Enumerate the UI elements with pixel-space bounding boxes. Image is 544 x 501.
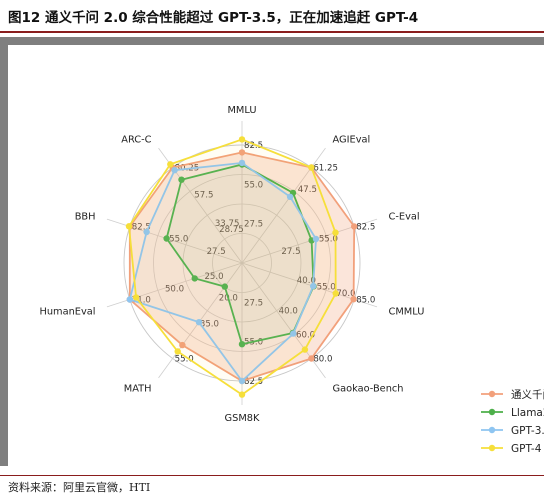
axis-tick-label: 55.0 [244, 338, 263, 348]
source-note: 资料来源：阿里云官微，HTI [8, 481, 151, 494]
series-point [238, 341, 246, 348]
series-point [308, 355, 315, 362]
series-point [238, 149, 246, 156]
axis-tick-label: 33.75 [215, 219, 240, 229]
series-point [238, 377, 246, 385]
legend-swatch-marker [488, 426, 496, 434]
axis-tick-label: 55.0 [244, 180, 263, 190]
series-point [290, 330, 297, 337]
axis-tick-label: 55.0 [169, 235, 188, 245]
bottom-divider [0, 475, 544, 476]
series-point [308, 164, 315, 171]
series-point [132, 294, 140, 301]
radar-chart: 27.555.082.547.561.2527.555.082.540.055.… [39, 105, 544, 455]
axis-tick-label: 28.75 [219, 225, 244, 235]
series-point [350, 296, 357, 303]
legend-swatch-marker [488, 444, 496, 452]
axis-tick-label: 82.5 [244, 377, 263, 387]
axis-tick-label: 71.0 [132, 295, 151, 305]
axis-label: C-Eval [389, 211, 420, 222]
axis-label: AGIEval [333, 134, 371, 145]
axis-tick-label: 80.0 [313, 354, 332, 364]
axis-tick-label: 27.5 [207, 247, 226, 257]
axis-tick-label: 57.5 [194, 191, 213, 201]
axis-label: MATH [124, 384, 152, 395]
axis-label: BBH [75, 211, 96, 222]
axis-tick-label: 25.0 [204, 272, 223, 282]
axis-tick-label: 82.5 [244, 141, 263, 151]
axis-tick-label: 27.5 [244, 220, 263, 230]
series-point [195, 319, 203, 326]
axis-tick-label: 82.5 [356, 223, 375, 233]
axis-label: ARC-C [121, 134, 151, 145]
series-point [191, 275, 198, 282]
legend-label: GPT-3.5 [511, 425, 544, 437]
series-point [286, 193, 294, 200]
axis-label: Gaokao-Bench [333, 384, 404, 395]
series-point [332, 290, 339, 297]
figure-title: 图12 通义千问 2.0 综合性能超过 GPT-3.5，正在加速追赶 GPT-4 [8, 10, 419, 26]
axis-label: CMMLU [389, 307, 425, 318]
series-point [221, 283, 228, 290]
title-divider [0, 31, 544, 33]
axis-label: MMLU [227, 105, 256, 116]
series-point [125, 223, 133, 230]
axis-tick-label: 55.0 [175, 354, 194, 364]
axis-label: HumanEval [39, 307, 95, 318]
series-point [310, 282, 317, 290]
legend-swatch-marker [488, 390, 496, 398]
series-point [126, 296, 133, 303]
axis-tick-label: 85.0 [356, 295, 375, 305]
axis-tick-label: 61.25 [313, 164, 338, 174]
series-point [301, 346, 309, 353]
axis-tick-label: 55.0 [319, 235, 338, 245]
axis-tick-label: 60.0 [296, 331, 315, 341]
series-point [167, 161, 174, 168]
axis-tick-label: 55.0 [317, 283, 336, 293]
axis-tick-label: 27.5 [281, 247, 300, 257]
axis-tick-label: 82.5 [132, 223, 151, 233]
legend-swatch-marker [488, 408, 496, 416]
series-point [238, 159, 246, 167]
legend-label: GPT-4 [511, 443, 542, 455]
legend-label: 通义千问 2.0 [511, 388, 544, 401]
axis-tick-label: 27.5 [244, 298, 263, 308]
series-point [171, 167, 178, 174]
series-point [238, 391, 246, 398]
series-point [143, 228, 150, 236]
axis-tick-label: 40.0 [297, 276, 316, 286]
series-point [351, 223, 358, 230]
axis-label: GSM8K [225, 413, 260, 424]
axis-tick-label: 35.0 [200, 320, 219, 330]
axis-tick-label: 40.0 [279, 307, 298, 317]
series-point [312, 235, 320, 243]
series-point [178, 176, 185, 183]
series-point [238, 136, 246, 143]
series-point [179, 341, 186, 349]
axis-tick-label: 50.0 [165, 285, 184, 295]
axis-tick-label: 47.5 [298, 185, 317, 195]
series-point [332, 229, 339, 236]
axis-tick-label: 70.0 [336, 289, 355, 299]
legend-label: Llama2-70B [511, 407, 544, 419]
series-point [163, 235, 170, 242]
series-point [174, 348, 181, 355]
